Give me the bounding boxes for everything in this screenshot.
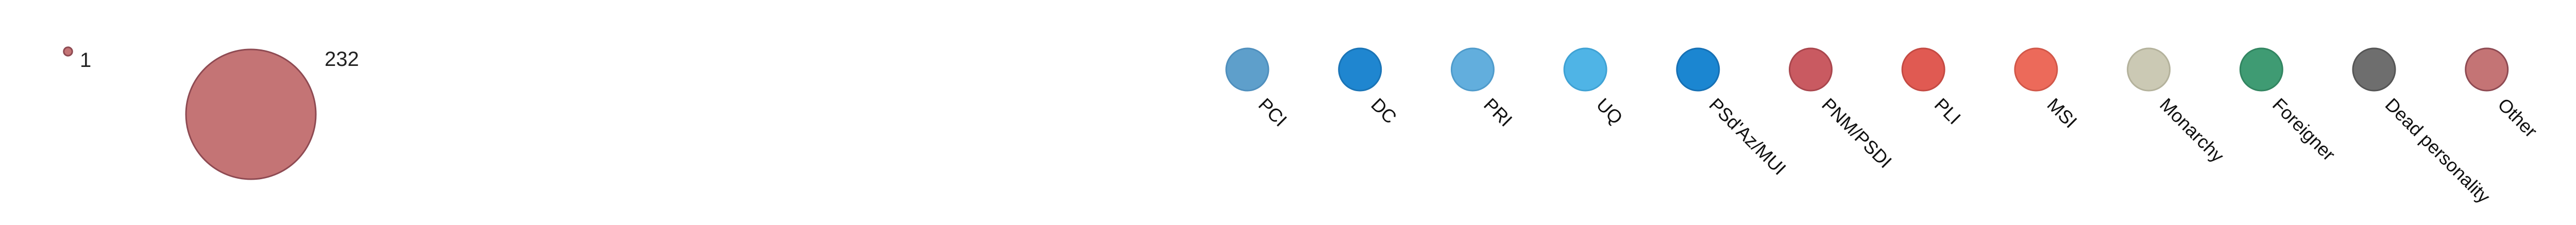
legend-swatch-foreigner	[2239, 47, 2283, 92]
legend-swatch-pnm-psdi	[1789, 47, 1833, 92]
legend-swatch-dead-personality	[2352, 47, 2396, 92]
legend-label-psd-az-mui: PSd'Az/MUI	[1705, 94, 1790, 179]
legend-swatch-msi	[2014, 47, 2058, 92]
legend-label-pli: PLI	[1930, 94, 1965, 128]
legend-label-uq: UQ	[1592, 94, 1627, 128]
legend-label-pnm-psdi: PNM/PSDI	[1818, 94, 1896, 172]
legend-swatch-dc	[1338, 47, 1382, 92]
legend-label-foreigner: Foreigner	[2268, 94, 2340, 165]
legend-label-dc: DC	[1367, 94, 1401, 128]
legend-swatch-other	[2465, 47, 2509, 92]
size-bubble-1	[63, 46, 73, 57]
legend-swatch-monarchy	[2127, 47, 2171, 92]
legend-label-monarchy: Monarchy	[2156, 94, 2228, 166]
legend-label-msi: MSI	[2043, 94, 2081, 132]
legend-swatch-uq	[1563, 47, 1607, 92]
legend-swatch-pci	[1225, 47, 1269, 92]
category-legend: PCI DC PRI UQ PSd'Az/MUI PNM/PSDI PLI MSI Monarc…	[1225, 47, 2541, 207]
size-bubble-232	[185, 48, 317, 180]
size-legend: 1 232	[63, 46, 359, 180]
legend-swatch-pri	[1450, 47, 1495, 92]
legend-swatch-pli	[1901, 47, 1945, 92]
size-label-1: 1	[80, 49, 91, 72]
legend-label-dead-personality: Dead personality	[2381, 94, 2495, 207]
size-label-232: 232	[325, 48, 359, 71]
legend-swatch-psd-az-mui	[1676, 47, 1720, 92]
legend-label-pri: PRI	[1480, 94, 1516, 130]
legend-label-pci: PCI	[1255, 94, 1291, 130]
legend-label-other: Other	[2494, 94, 2541, 142]
